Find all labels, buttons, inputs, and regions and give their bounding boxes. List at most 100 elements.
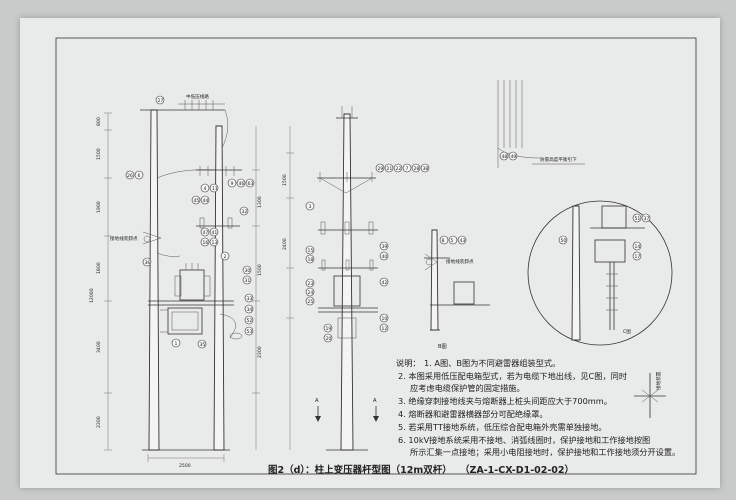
ground-point-label: 接地线装卸点 bbox=[110, 235, 138, 242]
svg-text:16: 16 bbox=[203, 240, 209, 246]
dim-800: 800 bbox=[96, 117, 102, 126]
dim-2300: 2300 bbox=[96, 416, 102, 428]
svg-text:46: 46 bbox=[239, 181, 245, 187]
view-b: 接地线装卸点 B图 8 5 43 bbox=[424, 229, 490, 350]
grounding-symbol: 接地装置 bbox=[634, 371, 666, 418]
transformer bbox=[179, 269, 205, 301]
drawing-sheet: 800 1500 1900 1800 12000 3400 2300 中低压线路 bbox=[20, 18, 720, 488]
dim-2500: 2500 bbox=[179, 463, 191, 469]
svg-text:17: 17 bbox=[635, 254, 641, 260]
drawing-title: 图2（d）：柱上变压器杆型图（12m双杆） bbox=[268, 464, 452, 476]
view-c-label: C图 bbox=[623, 329, 631, 335]
svg-text:15: 15 bbox=[308, 248, 314, 254]
note-1: 1. A图、B图为不同避雷器组装型式。 bbox=[424, 358, 560, 368]
svg-text:12: 12 bbox=[382, 326, 388, 332]
svg-text:52: 52 bbox=[247, 318, 253, 324]
svg-text:9: 9 bbox=[231, 181, 234, 187]
signal-label: 接地装置 bbox=[655, 371, 662, 390]
note-4: 4. 熔断器和避雷器横器部分可配绝缘罩。 bbox=[398, 409, 548, 419]
svg-text:28: 28 bbox=[414, 166, 420, 172]
right-pole bbox=[213, 125, 225, 451]
svg-text:18: 18 bbox=[308, 257, 314, 263]
svg-text:32: 32 bbox=[242, 209, 248, 215]
svg-text:47: 47 bbox=[203, 230, 209, 236]
drawing-code: （ZA-1-CX-D1-02-02） bbox=[460, 464, 574, 476]
engineering-drawing: 800 1500 1900 1800 12000 3400 2300 中低压线路 bbox=[55, 37, 697, 476]
svg-text:22: 22 bbox=[396, 166, 402, 172]
svg-text:45: 45 bbox=[194, 198, 200, 204]
front-transformer bbox=[333, 275, 361, 307]
svg-text:8: 8 bbox=[442, 238, 445, 244]
note-6: 6. 10kV接地系统采用不接地、消弧线圈时，保护接地和工作接地按图 bbox=[398, 435, 650, 445]
svg-text:2: 2 bbox=[224, 254, 227, 260]
view-c-detail: C图 50 51 37 14 17 bbox=[527, 200, 673, 346]
view-b-label: B图 bbox=[438, 343, 447, 350]
dim-1500c: 1500 bbox=[282, 174, 288, 186]
svg-text:20: 20 bbox=[326, 336, 332, 342]
svg-text:41: 41 bbox=[212, 230, 218, 236]
side-elevation-view: 800 1500 1900 1800 12000 3400 2300 中低压线路 bbox=[89, 93, 263, 469]
svg-text:42: 42 bbox=[382, 280, 388, 286]
distribution-box bbox=[167, 307, 203, 335]
dim-1800: 1800 bbox=[96, 262, 102, 274]
section-mark-a-left: A bbox=[315, 398, 319, 404]
note-6-cont: 所示汇集一点接地；采用小电阻接地时，保护接地和工作接地须分开设置。 bbox=[410, 447, 680, 457]
svg-text:34: 34 bbox=[247, 307, 253, 313]
drawing-border bbox=[55, 37, 697, 475]
callouts-side-view: 27 26 6 4 11 9 46 63 45 44 32 47 41 16 1… bbox=[125, 95, 255, 349]
inset-label: 防雷高度平衡引下 bbox=[540, 156, 577, 163]
cable-detail-inset: 防雷高度平衡引下 48 49 bbox=[497, 80, 585, 168]
svg-text:5: 5 bbox=[451, 238, 454, 244]
front-elevation-view: 1500 2400 A A 29 21 22 7 bbox=[282, 106, 430, 451]
dim-12000: 12000 bbox=[89, 288, 95, 303]
svg-text:26: 26 bbox=[127, 173, 133, 179]
svg-text:33: 33 bbox=[247, 296, 253, 302]
svg-text:25: 25 bbox=[308, 299, 314, 305]
svg-text:48: 48 bbox=[502, 154, 508, 160]
note-2-cont: 应考虑电缆保护管的固定措施。 bbox=[410, 383, 525, 393]
note-3: 3. 绝缘穿刺接地线夹与熔断器上桩头间距应大于700mm。 bbox=[398, 396, 612, 406]
svg-text:40: 40 bbox=[382, 254, 388, 260]
dim-2300b: 2300 bbox=[257, 346, 263, 358]
svg-text:24: 24 bbox=[308, 290, 314, 296]
callouts-front-view: 29 21 22 7 28 38 3 15 18 39 40 42 23 24 … bbox=[305, 163, 430, 343]
svg-text:19: 19 bbox=[326, 326, 332, 332]
svg-text:11: 11 bbox=[212, 186, 218, 192]
note-2: 2. 本图采用低压配电箱型式，若为电缆下地出线，见C图，同时 bbox=[398, 371, 627, 381]
detail-circle bbox=[527, 200, 673, 346]
title-block: 图2（d）：柱上变压器杆型图（12m双杆） （ZA-1-CX-D1-02-02） bbox=[268, 464, 574, 476]
dim-1300: 1300 bbox=[257, 196, 263, 208]
svg-text:43: 43 bbox=[460, 238, 466, 244]
dim-1900: 1900 bbox=[96, 201, 102, 213]
notes-heading: 说明： bbox=[396, 358, 421, 368]
section-mark-a-right: A bbox=[373, 398, 377, 404]
svg-text:4: 4 bbox=[204, 186, 207, 192]
svg-text:38: 38 bbox=[423, 166, 429, 172]
front-pole bbox=[340, 113, 354, 451]
top-line-label: 中低压线路 bbox=[186, 93, 209, 100]
svg-text:1: 1 bbox=[175, 341, 178, 347]
svg-text:6: 6 bbox=[138, 173, 141, 179]
svg-text:7: 7 bbox=[406, 166, 409, 172]
note-5: 5. 若采用TT接地系统，低压综合配电箱外壳需单独接地。 bbox=[398, 422, 607, 432]
svg-text:36: 36 bbox=[145, 260, 151, 266]
svg-text:10: 10 bbox=[382, 316, 388, 322]
svg-text:63: 63 bbox=[248, 181, 254, 187]
svg-text:14: 14 bbox=[635, 244, 641, 250]
svg-text:53: 53 bbox=[247, 329, 253, 335]
svg-text:30: 30 bbox=[245, 268, 251, 274]
svg-text:49: 49 bbox=[511, 154, 517, 160]
svg-text:35: 35 bbox=[200, 342, 206, 348]
svg-text:39: 39 bbox=[382, 244, 388, 250]
dim-1500: 1500 bbox=[96, 148, 102, 160]
svg-text:23: 23 bbox=[308, 281, 314, 287]
ground-point-label-b: 接地线装卸点 bbox=[446, 258, 474, 265]
svg-text:50: 50 bbox=[561, 238, 567, 244]
left-pole bbox=[148, 109, 160, 451]
svg-text:29: 29 bbox=[378, 166, 384, 172]
svg-text:37: 37 bbox=[644, 216, 650, 222]
dim-2400: 2400 bbox=[282, 238, 288, 250]
svg-text:21: 21 bbox=[387, 166, 393, 172]
notes-block: 说明： 1. A图、B图为不同避雷器组装型式。 2. 本图采用低压配电箱型式，若… bbox=[396, 358, 680, 457]
svg-text:13: 13 bbox=[212, 240, 218, 246]
